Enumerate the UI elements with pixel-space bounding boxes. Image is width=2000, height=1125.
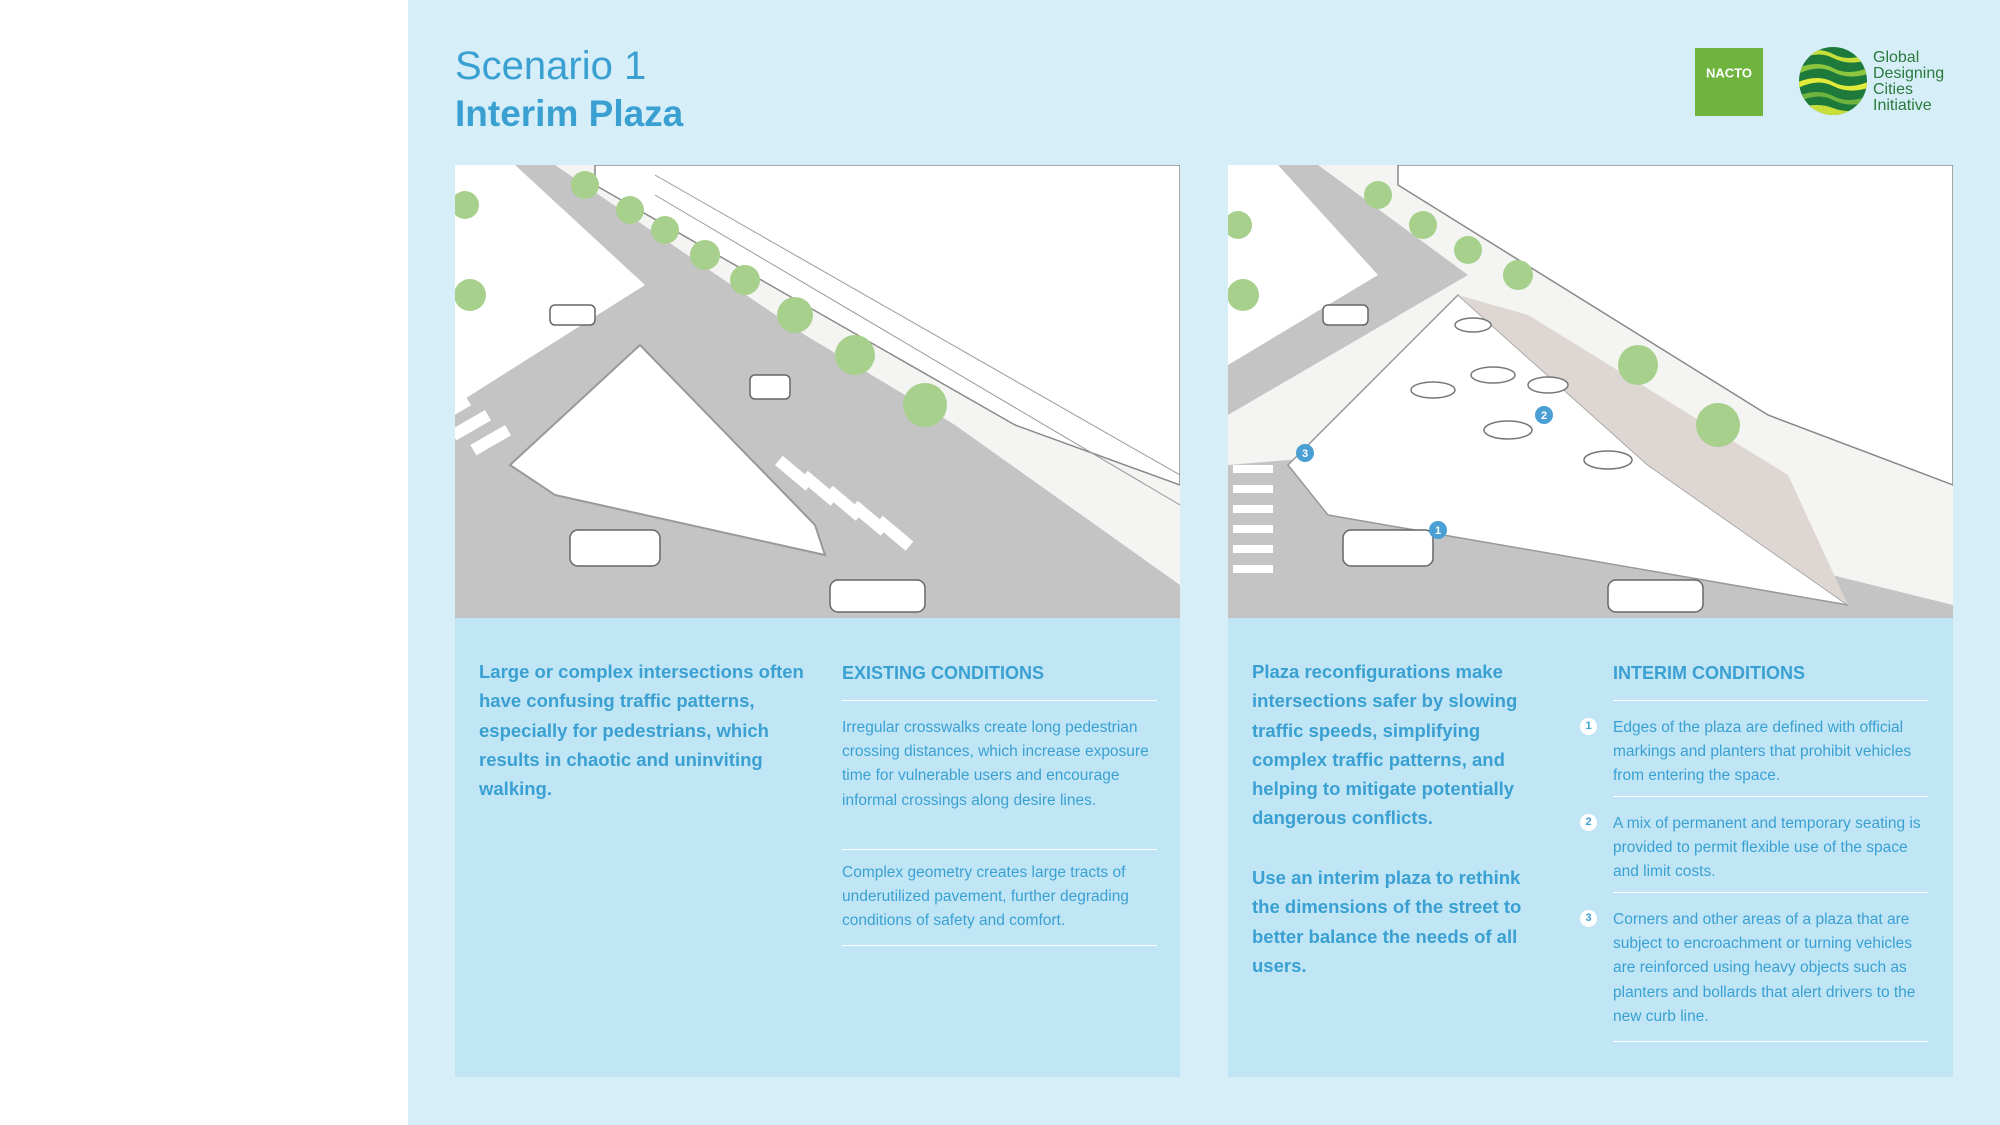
divider <box>842 945 1157 946</box>
interim-lead-text: Plaza reconfigurations make intersection… <box>1252 661 1518 829</box>
interim-lead-text-2: Use an interim plaza to rethink the dime… <box>1252 867 1522 976</box>
item-number-badge: 3 <box>1580 910 1597 927</box>
existing-intersection-illustration <box>455 165 1180 618</box>
nacto-wordmark: NACTO <box>1706 66 1752 81</box>
interim-conditions-heading: INTERIM CONDITIONS <box>1613 663 1805 683</box>
callout-marker-2: 2 <box>1541 410 1547 422</box>
divider <box>1613 700 1928 701</box>
gdci-logo <box>1799 47 1867 115</box>
item-number-badge: 1 <box>1580 718 1597 735</box>
page-title: Interim Plaza <box>455 93 684 134</box>
divider <box>1613 1041 1928 1042</box>
callout-marker-3: 3 <box>1302 448 1308 460</box>
interim-conditions-card: 1 2 3 Plaza reconfigurations make inters… <box>1228 165 1953 1077</box>
interim-item-2: A mix of permanent and temporary seating… <box>1613 815 1921 881</box>
callout-marker-1: 1 <box>1435 525 1441 537</box>
existing-conditions-card: Large or complex intersections often hav… <box>455 165 1180 1077</box>
divider <box>1613 892 1928 893</box>
divider <box>842 849 1157 850</box>
interim-item-1: Edges of the plaza are defined with offi… <box>1613 719 1912 785</box>
existing-conditions-heading: EXISTING CONDITIONS <box>842 663 1045 683</box>
existing-item-2: Complex geometry creates large tracts of… <box>842 864 1129 930</box>
existing-lead-text: Large or complex intersections often hav… <box>479 661 804 800</box>
divider <box>1613 796 1928 797</box>
interim-plaza-illustration: 1 2 3 <box>1228 165 1953 618</box>
item-number-badge: 2 <box>1580 814 1597 831</box>
interim-item-3: Corners and other areas of a plaza that … <box>1613 911 1916 1025</box>
gdci-wordmark: Global Designing Cities Initiative <box>1873 49 1945 114</box>
divider <box>842 700 1157 701</box>
nacto-logo: NACTO <box>1695 48 1763 116</box>
existing-item-1: Irregular crosswalks create long pedestr… <box>842 719 1149 809</box>
scenario-label: Scenario 1 <box>455 44 647 88</box>
